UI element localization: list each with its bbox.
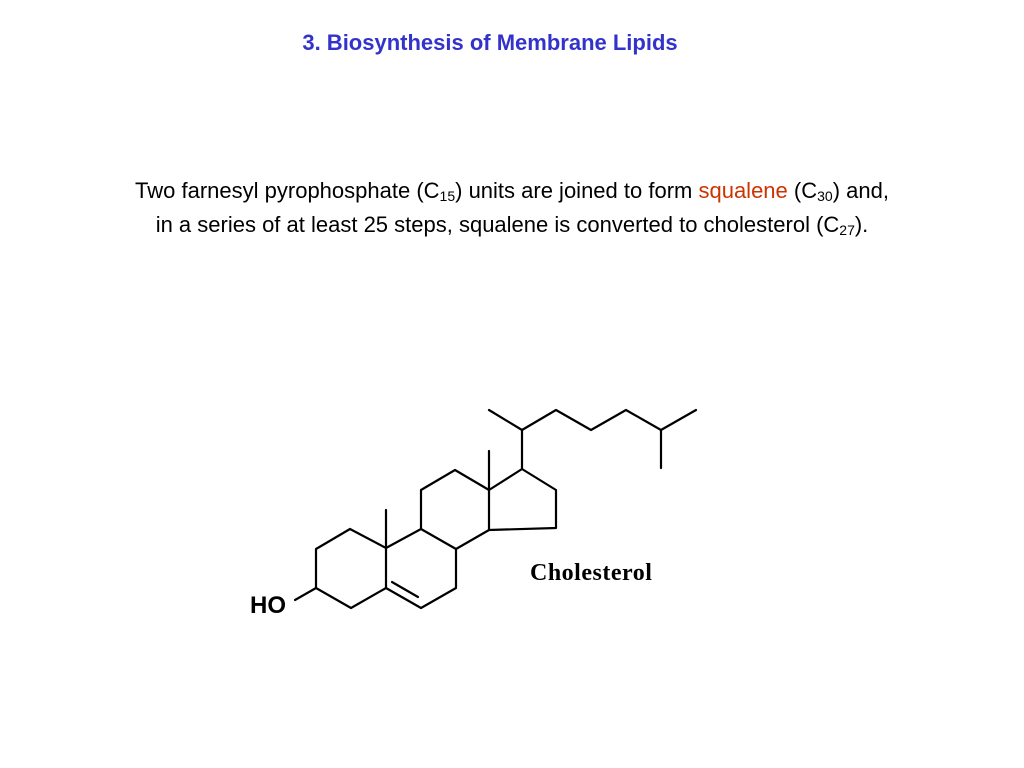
structure-name-label: Cholesterol xyxy=(530,560,653,586)
line1-subscript-b: 30 xyxy=(817,188,833,204)
paragraph-line-1: Two farnesyl pyrophosphate (C15) units a… xyxy=(135,178,889,203)
side-chain xyxy=(487,408,524,471)
side-chain-tail xyxy=(520,408,698,432)
line1-subscript-a: 15 xyxy=(439,188,456,204)
slide-title: 3. Biosynthesis of Membrane Lipids xyxy=(302,30,678,55)
line1-text-b: ) units are joined to form xyxy=(455,178,699,203)
ho-bond xyxy=(293,586,318,602)
line1-text-a: Two farnesyl pyrophosphate (C xyxy=(135,178,440,203)
ring-d xyxy=(487,467,558,532)
ring-b xyxy=(384,527,458,610)
ho-label: HO xyxy=(250,592,286,619)
line1-text-d: ) and, xyxy=(832,178,889,203)
line1-text-c: (C xyxy=(787,178,818,203)
line2-text-b: ). xyxy=(854,212,869,237)
body-paragraph: Two farnesyl pyrophosphate (C15) units a… xyxy=(12,174,1012,242)
squalene-highlight: squalene xyxy=(698,178,788,203)
ring-a xyxy=(314,527,388,610)
line2-subscript-a: 27 xyxy=(839,222,855,238)
double-bond-inner xyxy=(390,580,420,599)
ring-c xyxy=(419,468,491,551)
line2-text-a: in a series of at least 25 steps, squale… xyxy=(155,212,840,237)
paragraph-line-2: in a series of at least 25 steps, squale… xyxy=(156,212,869,237)
